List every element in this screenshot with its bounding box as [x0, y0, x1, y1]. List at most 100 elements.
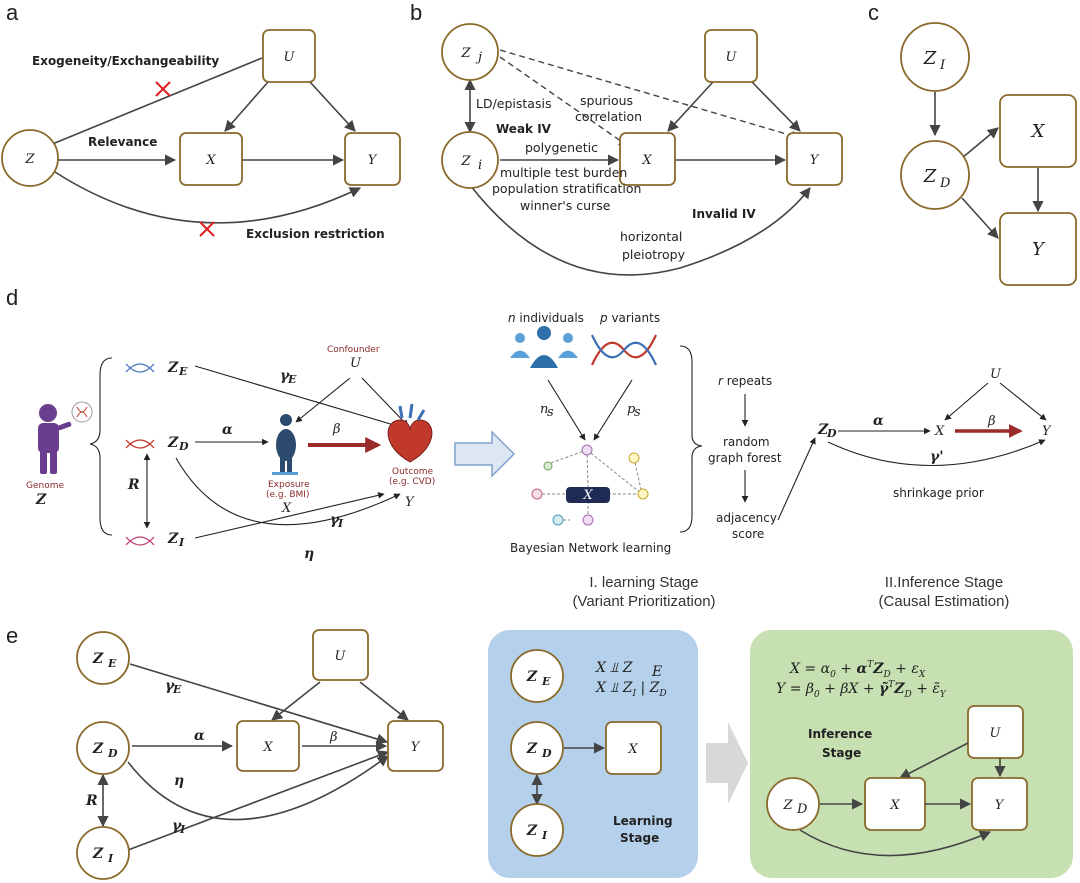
d-stage1-title: I. learning Stage: [589, 574, 698, 591]
b-label-spurious1: spurious: [580, 93, 633, 108]
d-u-label: U: [350, 356, 362, 371]
b-zi-y-curve: [469, 184, 811, 276]
b-zj-y-dashed: [499, 49, 801, 141]
e-ib-eq2: Y = β0 + βX + γ̃TZD + ε̃Y: [776, 680, 947, 700]
d-zi-y-edge: [194, 492, 385, 539]
a-node-z-label: Z: [24, 152, 35, 167]
d-inf-beta-label: β: [987, 414, 996, 429]
b-node-y-label: Y: [810, 153, 820, 168]
d-adjacency-label: adjacency: [716, 511, 777, 525]
e-lb-stage2: Stage: [620, 831, 659, 845]
d-stage1-subtitle: (Variant Prioritization): [572, 593, 715, 610]
d-outcome-example: (e.g. CVD): [389, 477, 435, 487]
a-label-exclusion: Exclusion restriction: [246, 227, 385, 241]
d-zd-sub: D: [178, 440, 189, 453]
e-gamma-e-sub: E: [172, 683, 182, 696]
b-label-pleiotropy: pleiotropy: [622, 247, 686, 262]
b-node-zi-label: Z: [460, 154, 471, 169]
person-icon: [38, 404, 72, 474]
a-node-u-label: U: [284, 50, 296, 65]
a-node-x-label: X: [205, 153, 216, 168]
b-label-ld: LD/epistasis: [476, 96, 551, 111]
d-inf-x-label: X: [934, 424, 945, 439]
a-node-y-label: Y: [368, 153, 378, 168]
e-alpha-label: α: [194, 728, 205, 744]
a-node-z: [1, 129, 59, 187]
d-ps-sub: s: [634, 405, 641, 420]
a-label-exogeneity: Exogeneity/Exchangeability: [32, 54, 219, 68]
c-node-y-label: Y: [1032, 239, 1046, 260]
d-gamma-i-sub: I: [337, 517, 344, 530]
b-label-polygenetic: polygenetic: [525, 140, 598, 155]
a-node-y: [344, 132, 401, 186]
b-label-spurious2: correlation: [575, 109, 642, 124]
d-ps-label: p: [627, 402, 636, 417]
c-zd-y-edge: [961, 197, 999, 239]
e-node-y: [387, 720, 444, 772]
e-r-label: R: [85, 793, 98, 809]
individuals-icon: [510, 326, 578, 368]
d-zi-sub: I: [178, 536, 185, 549]
a-label-relevance: Relevance: [88, 135, 157, 149]
e-zd-y-curve: [127, 755, 389, 821]
e-lb-node-zi: [510, 803, 564, 857]
c-node-y: [999, 212, 1077, 286]
d-ns-sub: s: [547, 405, 554, 420]
b-u-y-edge: [751, 81, 801, 132]
d-eta-label: η: [304, 546, 314, 562]
e-node-ze-sub: E: [107, 657, 117, 670]
e-ib-zd-y-curve: [799, 829, 992, 857]
genome-brace: [89, 357, 113, 536]
e-lb-node-ze-label: Z: [526, 669, 538, 685]
c-node-x-label: X: [1030, 121, 1046, 142]
a-node-u: [262, 29, 316, 83]
e-u-x-edge: [271, 681, 321, 721]
bayesian-network-graphic: [531, 444, 649, 526]
d-ns-label: n: [540, 402, 548, 417]
d-ns-arrow: [547, 379, 586, 441]
a-u-x-edge: [224, 81, 269, 132]
d-inf-zd-sub: D: [826, 427, 837, 440]
a-cross-exogeneity: [155, 81, 171, 97]
d-process-arrow-icon: [454, 430, 516, 478]
b-node-y: [786, 132, 843, 186]
e-ib-node-y: [971, 777, 1028, 831]
d-gamma-e-sub: E: [287, 373, 297, 386]
d-score-zd-arrow: [777, 437, 816, 521]
d-outcome-label: Outcome: [392, 467, 434, 477]
b-node-u-label: U: [726, 50, 738, 65]
e-ib-node-u-label: U: [990, 726, 1002, 741]
b-node-u: [704, 29, 758, 83]
panel-d-letter: d: [6, 285, 18, 310]
b-label-horizontal: horizontal: [620, 229, 682, 244]
d-inf-alpha-label: α: [873, 413, 884, 429]
d-inf-u-y-edge: [999, 382, 1047, 421]
e-ib-node-zd: [766, 777, 820, 831]
d-inf-gamma-label: γ': [930, 449, 944, 465]
e-node-u: [312, 629, 369, 681]
b-u-x-edge: [667, 81, 714, 132]
d-zd-y-curve: [175, 457, 401, 526]
d-inf-zd-label: Z: [817, 422, 829, 438]
e-node-zd: [76, 721, 130, 775]
e-ib-stage2: Stage: [822, 746, 861, 760]
variants-dna-icon: [590, 334, 658, 366]
d-bayes-label: Bayesian Network learning: [510, 541, 671, 555]
panel-b-letter: b: [410, 0, 422, 25]
d-graph-forest-label: graph forest: [708, 451, 782, 465]
b-node-zj-label: Z: [460, 46, 471, 61]
c-zd-x-edge: [961, 127, 999, 159]
d-n-individuals-var: n individuals: [508, 311, 584, 325]
d-u-y-edge: [361, 377, 409, 427]
d-stage2-subtitle: (Causal Estimation): [879, 593, 1010, 610]
panel-d: d Genome Z R Z E Z D Z: [6, 285, 1052, 610]
e-ib-u-x-edge: [899, 742, 969, 779]
e-node-zi-sub: I: [107, 852, 114, 865]
d-zd-label: Z: [167, 435, 179, 451]
d-network-x-label: X: [582, 488, 593, 503]
panel-c-letter: c: [868, 0, 879, 25]
e-beta-label: β: [329, 730, 338, 745]
dna-zoom-strand-icon: [76, 406, 88, 418]
panel-c: c Z I Z D X Y: [868, 0, 1077, 286]
